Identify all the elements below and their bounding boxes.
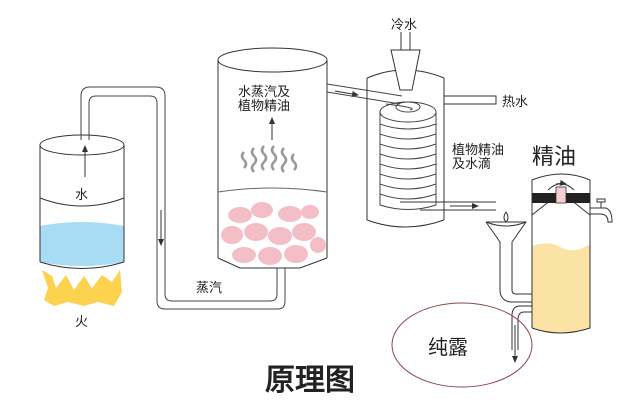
vapor-icon [240, 145, 298, 173]
separator [485, 173, 613, 363]
label-fire: 火 [75, 315, 88, 330]
label-vapor-line1: 水蒸汽及 [238, 85, 290, 100]
boiler [39, 134, 125, 269]
fire-icon [42, 270, 122, 306]
label-essential-oil: 精油 [532, 145, 576, 170]
label-hot-water: 热水 [502, 95, 528, 110]
label-steam: 蒸汽 [196, 281, 222, 296]
still-vessel [217, 47, 328, 269]
label-condensate-line1: 植物精油 [452, 143, 504, 158]
condenser [366, 32, 497, 228]
diagram-title: 原理图 [265, 363, 355, 398]
label-condensate-line2: 及水滴 [452, 156, 491, 172]
steam-pipe [80, 86, 286, 310]
label-cold-water: 冷水 [391, 18, 417, 33]
oil-layer [532, 243, 590, 333]
plant-petals [221, 202, 326, 265]
tap-icon [590, 198, 613, 223]
droplet-icon [503, 211, 509, 223]
hydrosol-ellipse [391, 302, 533, 388]
boiler-water [40, 222, 124, 266]
vapor-pipe [326, 83, 413, 111]
label-vapor-line2: 植物精油 [238, 99, 290, 114]
label-hydrosol: 纯露 [428, 335, 468, 359]
label-water: 水 [75, 188, 88, 203]
